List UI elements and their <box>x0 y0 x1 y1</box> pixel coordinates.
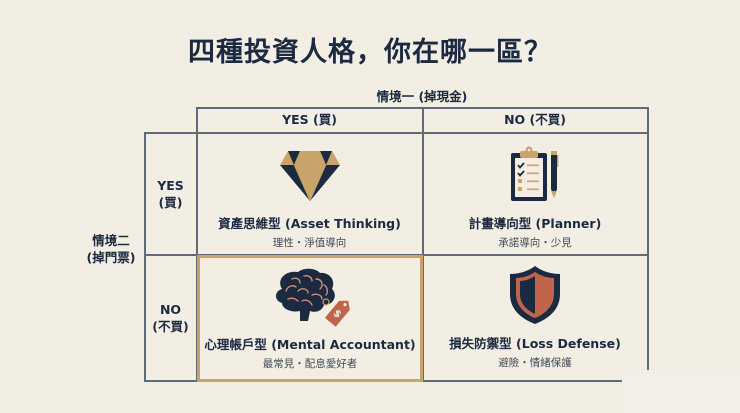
quadrant-planner: 計畫導向型 (Planner) 承諾導向・少見 <box>423 146 647 250</box>
page-title: 四種投資人格，你在哪一區？ <box>188 37 552 68</box>
row-axis-label-line1: 情境二 <box>92 233 130 248</box>
quadrant-description: 承諾導向・少見 <box>498 237 572 249</box>
grid-header-line <box>144 132 648 134</box>
row-header-no: NO (不買) <box>145 301 196 335</box>
grid-middle-line <box>144 254 648 256</box>
row-header-yes: YES (買) <box>145 177 196 211</box>
quadrant-description: 避險・情緒保護 <box>498 357 572 369</box>
quadrant-mental-accountant: $ 心理帳戶型 (Mental Accountant) 最常見・配息愛好者 <box>197 255 423 382</box>
brain-price-tag-icon: $ <box>268 268 352 327</box>
row-header-yes-line2: (買) <box>158 195 183 210</box>
row-header-no-line2: (不買) <box>152 319 189 334</box>
grid-right-border <box>647 107 649 371</box>
grid-center-divider <box>422 107 424 381</box>
quadrant-name: 心理帳戶型 (Mental Accountant) <box>204 337 416 352</box>
grid-label-divider <box>196 107 198 381</box>
quadrant-asset-thinking: 資產思維型 (Asset Thinking) 理性・淨值導向 <box>197 146 422 250</box>
column-header-no: NO (不買) <box>504 112 566 127</box>
quadrant-name: 損失防禦型 (Loss Defense) <box>449 336 621 351</box>
quadrant-name: 資產思維型 (Asset Thinking) <box>218 216 401 231</box>
row-axis-label: 情境二 (掉門票) <box>78 232 144 266</box>
row-axis-label-line2: (掉門票) <box>86 250 136 265</box>
quadrant-loss-defense: 損失防禦型 (Loss Defense) 避險・情緒保護 <box>423 266 647 370</box>
row-header-no-line1: NO <box>159 302 182 317</box>
quadrant-name: 計畫導向型 (Planner) <box>468 216 602 231</box>
column-header-yes: YES (買) <box>282 112 337 127</box>
row-header-yes-line1: YES <box>157 178 184 193</box>
watermark-patch <box>622 370 740 413</box>
quadrant-description: 最常見・配息愛好者 <box>262 358 358 370</box>
diamond-icon <box>278 146 342 204</box>
shield-icon <box>508 266 562 324</box>
clipboard-icon <box>507 146 563 204</box>
grid-left-border <box>144 132 146 381</box>
column-axis-label: 情境一 (掉現金) <box>376 89 468 104</box>
quadrant-description: 理性・淨值導向 <box>272 237 347 249</box>
